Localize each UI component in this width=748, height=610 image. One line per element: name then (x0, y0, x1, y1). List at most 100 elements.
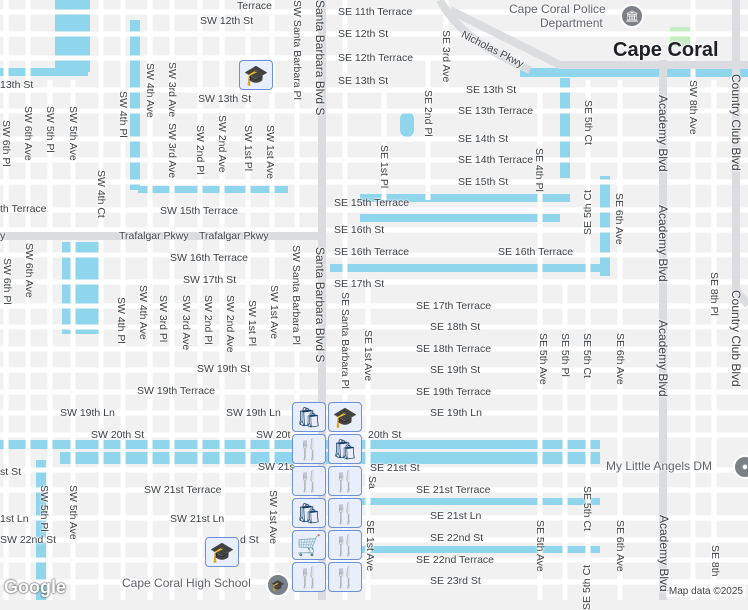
grocery-icon[interactable]: 🛒 (292, 530, 326, 560)
street-label: SE 21st St (370, 462, 420, 474)
street-label: SE 18th St (430, 321, 481, 333)
street-label: SE 15th Terrace (334, 197, 410, 209)
street-label: SW 20t (256, 429, 291, 441)
school-icon[interactable]: 🎓 (266, 573, 290, 597)
restaurant-icon[interactable]: 🍴 (328, 498, 362, 528)
street-label: SE 19th St (430, 364, 481, 376)
street-label: SE 19th Ln (430, 407, 482, 419)
street-label: SE 8th Pl (708, 272, 720, 316)
shopping-icon[interactable]: 🛍 (328, 434, 362, 464)
street-label: SW 13th St (198, 93, 252, 105)
street-label: SW 4th Pl (117, 91, 129, 138)
street-label: SW 15th Terrace (160, 205, 239, 217)
street-label: SE 16th St (334, 224, 385, 236)
street-label: SW 8th Ave (687, 80, 699, 135)
street-label: st St (0, 466, 22, 478)
police-icon[interactable]: 🏛 (620, 4, 644, 28)
street-label: SE 3rd Ave (440, 30, 452, 83)
street-label: SW 6th Pl (1, 258, 13, 305)
street-label: SW 19th Ln (226, 407, 281, 419)
street-label: SW 1st Ave (268, 285, 280, 340)
police-label-2[interactable]: Department (540, 16, 603, 30)
street-label: SE 5th Ave (534, 520, 546, 572)
street-label: SW 6th Pl (0, 120, 12, 167)
street-label: SE 22nd St (430, 532, 484, 544)
street-label: SW 17th St (183, 274, 237, 286)
street-label: SE Santa Barbara Pl (339, 292, 351, 389)
street-label: SW 1st Pl (242, 125, 254, 172)
shopping-icon[interactable]: 🛍 (292, 402, 326, 432)
street-label: SE 5th Ct (581, 565, 593, 610)
street-label: SW 5th Pl (44, 106, 56, 153)
street-label: SE 14th St (458, 133, 509, 145)
street-label: Santa Barbara Blvd S (313, 247, 327, 363)
restaurant-icon[interactable]: 🍴 (328, 466, 362, 496)
street-label: SE 5th Ct (582, 190, 594, 235)
street-label: SE 5th Ct (581, 486, 593, 531)
street-label: 13th St (0, 79, 34, 91)
street-label: SW 3rd Ave (166, 62, 178, 118)
street-label: y (0, 230, 6, 242)
restaurant-icon[interactable]: 🍴 (328, 530, 362, 560)
street-label: SE 11th Terrace (338, 6, 413, 18)
daycare-label[interactable]: My Little Angels DM (606, 459, 713, 473)
street-label: SW 16th Terrace (170, 252, 249, 264)
street-label: SW 19th Terrace (137, 385, 216, 397)
street-label: SE 16th Terrace (498, 246, 574, 258)
street-label: Academy Blvd (656, 95, 670, 172)
school-icon[interactable]: 🎓 (239, 60, 273, 90)
street-label: SW 5th Ave (67, 106, 79, 161)
restaurant-icon[interactable]: 🍴 (328, 562, 362, 592)
daycare-icon[interactable]: ● (733, 455, 748, 479)
street-label: Country Club Blvd (729, 290, 743, 387)
street-label: SW 3rd Ave (166, 123, 178, 179)
street-label: SW 12th St (200, 15, 254, 27)
city-label: Cape Coral (613, 39, 719, 61)
street-label: SW 20th St (91, 429, 145, 441)
restaurant-icon[interactable]: 🍴 (292, 562, 326, 592)
street-label: SE 8th (709, 545, 721, 577)
street-label: th Terrace (0, 203, 47, 215)
street-label: SE 12th Terrace (338, 52, 414, 64)
street-label: SE 5th Ct (582, 100, 594, 145)
street-label: SE 6th Ave (614, 333, 626, 385)
street-label: SW Santa Barbara Pl (290, 245, 302, 345)
street-label: SE 2nd Pl (422, 90, 434, 137)
street-label: SW 1st Ave (264, 125, 276, 180)
street-label: d St (240, 534, 259, 546)
street-label: SW Santa Barbara Pl (291, 0, 303, 100)
street-label: Country Club Blvd (729, 74, 743, 171)
police-label[interactable]: Cape Coral Police (509, 2, 606, 16)
school-label[interactable]: Cape Coral High School (122, 576, 251, 590)
street-label: SW 4th Ct (95, 170, 107, 218)
street-label: SW 6th Ave (22, 106, 34, 161)
school-icon[interactable]: 🎓 (328, 402, 362, 432)
map-attribution[interactable]: Map data ©2025 (665, 586, 746, 597)
shopping-icon[interactable]: 🛍 (292, 498, 326, 528)
restaurant-icon[interactable]: 🍴 (292, 466, 326, 496)
street-label: SE 13th Terrace (458, 105, 534, 117)
street-label: SE 18th Terrace (416, 343, 492, 355)
street-label: SW 22nd St (0, 534, 57, 546)
street-label: Trafalgar Pkwy (119, 230, 189, 242)
street-label: SW 1st Pl (246, 300, 258, 347)
street-label: SW 5th Pl (38, 485, 50, 532)
street-label: Trafalgar Pkwy (199, 230, 269, 242)
street-label: 20th St (368, 429, 402, 441)
street-label: SW 21st Terrace (144, 484, 222, 496)
street-label: SE 15th St (458, 176, 509, 188)
street-label: SE 1st Ave (364, 520, 376, 572)
street-label: Terrace (237, 0, 273, 12)
street-label: SW 6th Ave (23, 243, 35, 298)
school-icon[interactable]: 🎓 (205, 537, 239, 567)
street-label: SW 2nd Pl (194, 125, 206, 175)
street-label: SE 13th St (466, 84, 517, 96)
street-label: SE 22nd Terrace (416, 554, 495, 566)
street-label: SE 5th Ct (581, 333, 593, 378)
street-label: Santa Barbara Blvd S (313, 0, 327, 116)
street-label: SE 21st Terrace (416, 484, 491, 496)
google-logo: Google (4, 577, 66, 597)
street-label: SE 17th St (334, 278, 385, 290)
restaurant-icon[interactable]: 🍴 (292, 434, 326, 464)
